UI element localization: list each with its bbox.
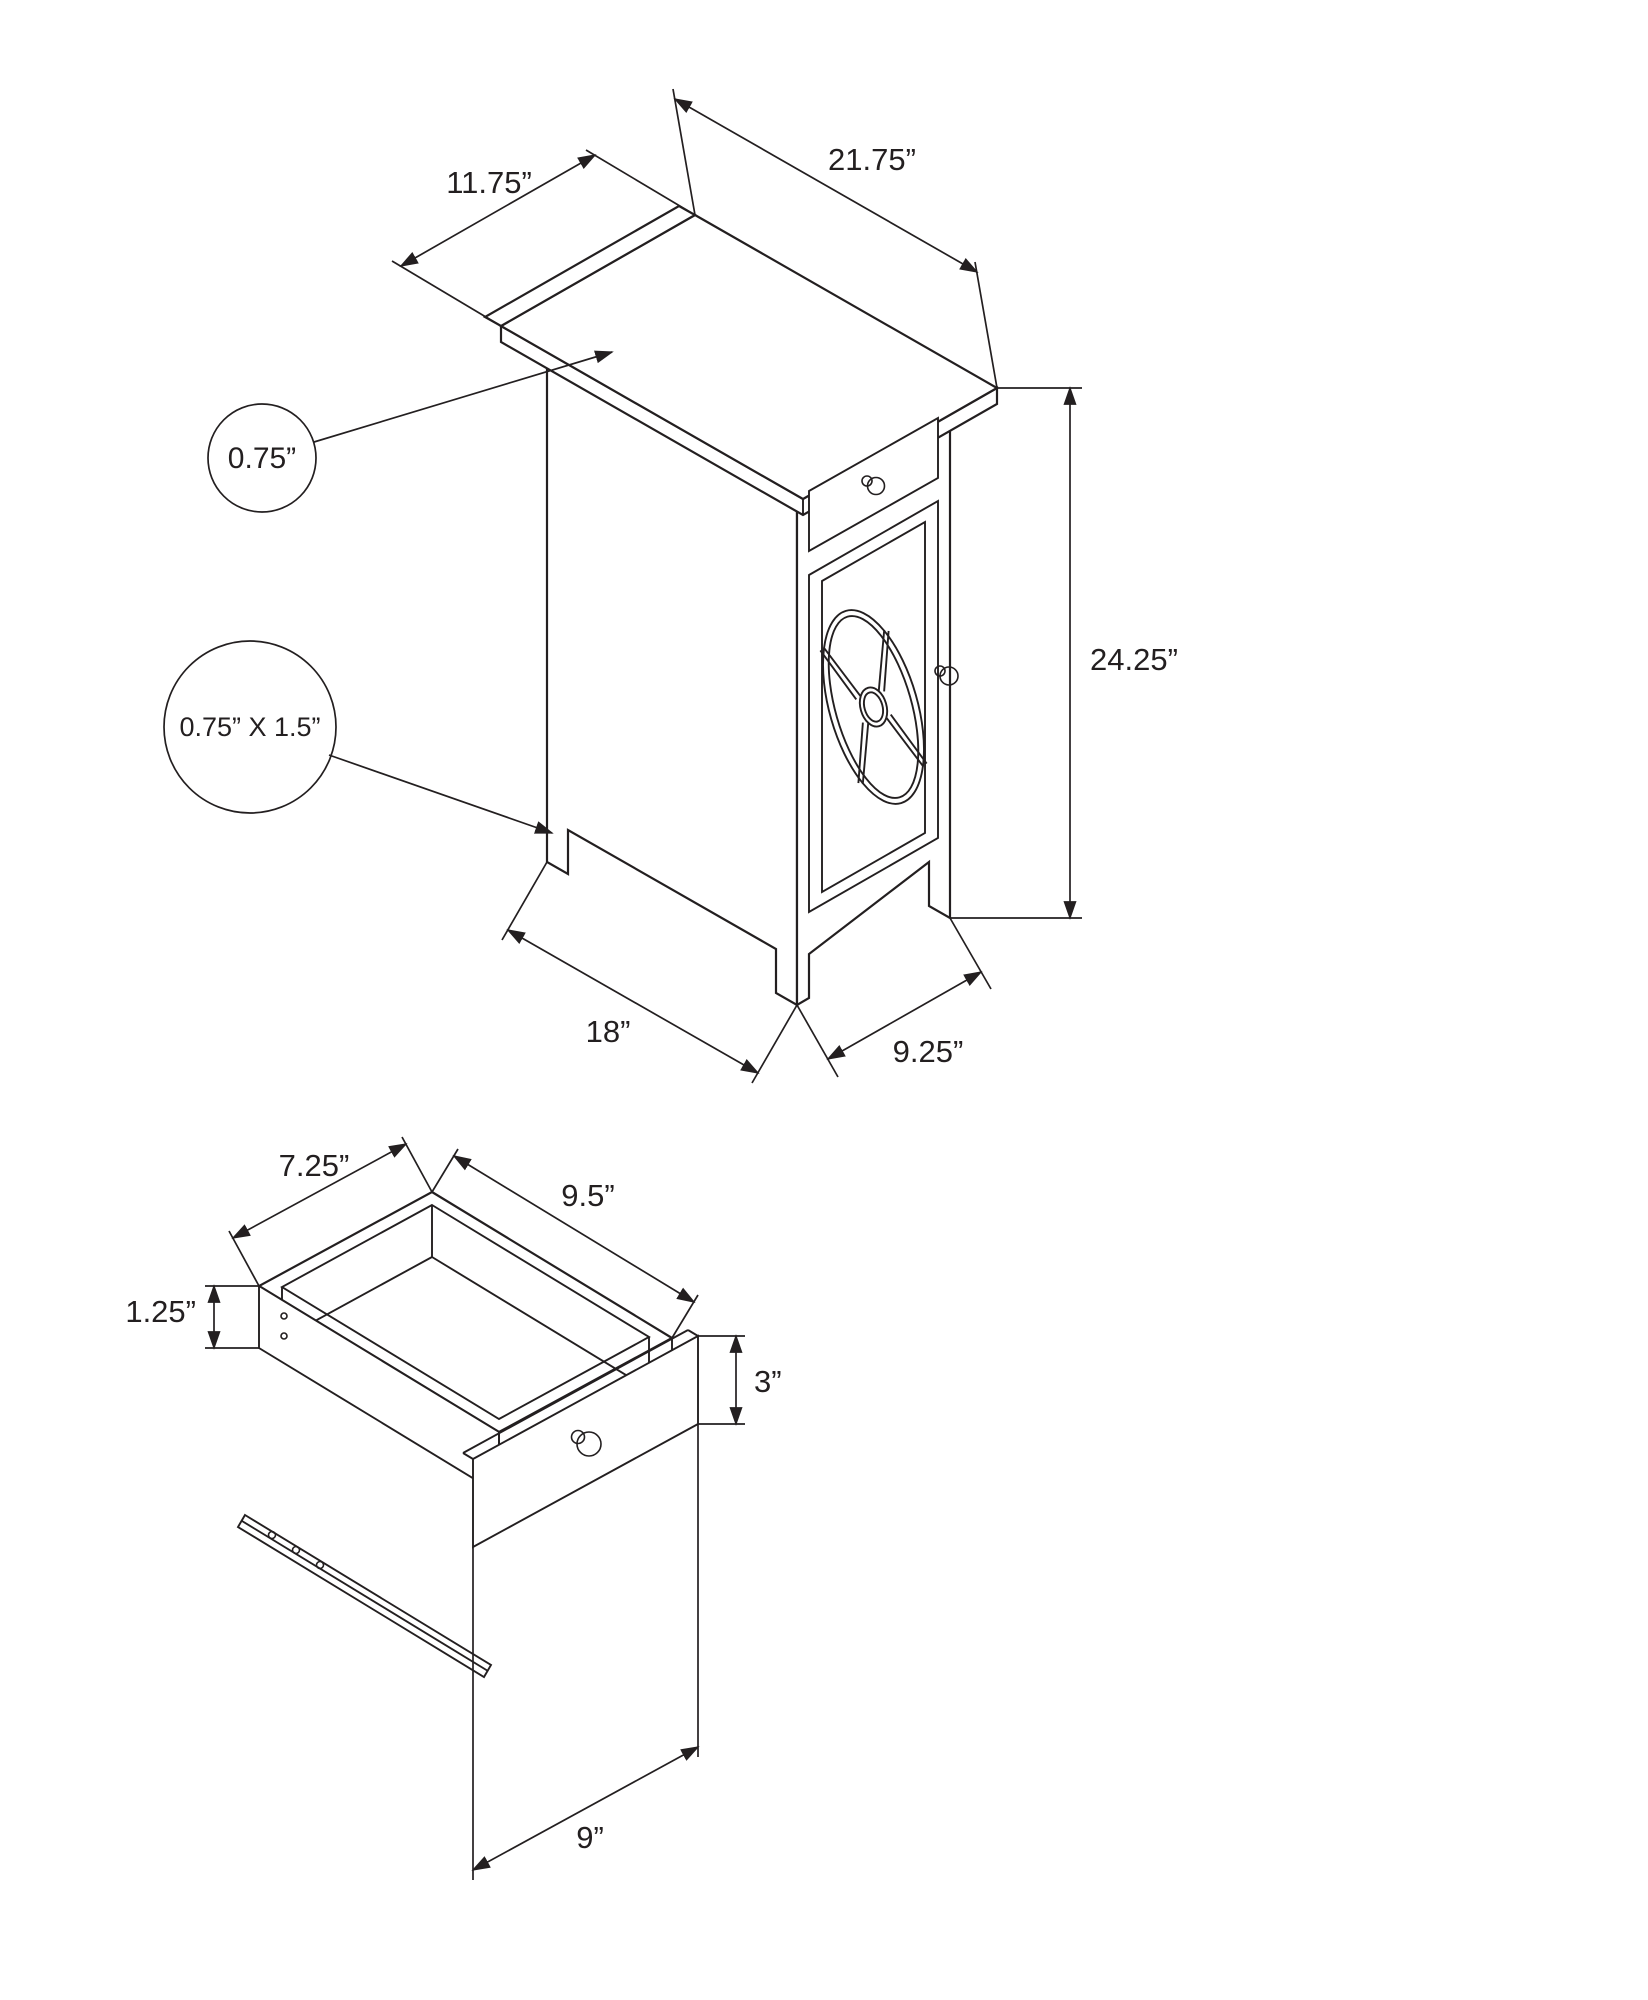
table-isometric-view	[482, 204, 1000, 1007]
dimension-line	[399, 154, 597, 267]
drawer-detail-knob-icon-cap	[570, 1429, 586, 1445]
extension-line	[585, 149, 696, 216]
callout-circle	[207, 403, 317, 513]
dimension-line	[231, 1143, 408, 1239]
drawer-slide-rail	[236, 1513, 493, 1679]
table-dimensions: 21.75” 11.75” 24.25” 18” 9.2	[163, 88, 1178, 1084]
table-drawer-front	[808, 416, 939, 553]
rail-hole-icon	[291, 1545, 301, 1555]
drawer-front-top-edge-cap	[462, 1452, 474, 1460]
dim-base-depth: 9.25”	[796, 917, 992, 1078]
dim-drawer-side-height: 1.25”	[125, 1284, 259, 1350]
extension-line	[751, 1004, 798, 1084]
callout-label-top-thickness: 0.75”	[228, 442, 296, 475]
extension-line	[228, 1230, 260, 1287]
dimension-label-drawer-inner-depth: 9.5”	[561, 1178, 614, 1213]
dim-base-length: 18”	[501, 861, 798, 1084]
extension-line	[391, 260, 502, 327]
drawer-front-top-edge-cap	[687, 1329, 699, 1337]
extension-line	[431, 1148, 459, 1193]
callout-circle	[163, 640, 337, 814]
callout-leg-section: 0.75” X 1.5”	[163, 640, 554, 834]
screw-hole-icon	[280, 1332, 288, 1340]
dimension-line	[471, 1746, 700, 1871]
dimension-label-drawer-inner-width: 7.25”	[279, 1148, 350, 1183]
fretwork-center-ring-outer	[858, 686, 889, 728]
callout-label-leg-section: 0.75” X 1.5”	[179, 712, 320, 742]
extension-line	[974, 261, 998, 389]
dim-top-width: 11.75”	[391, 149, 696, 327]
fretwork-inner-circle	[827, 615, 920, 799]
dimension-label-overall-height: 24.25”	[1090, 642, 1178, 677]
dimension-label-base-length: 18”	[586, 1014, 631, 1049]
dim-drawer-front-width: 9”	[471, 1424, 700, 1880]
dim-top-depth: 21.75”	[672, 88, 998, 389]
drawer-detail-view	[236, 1190, 699, 1679]
extension-line	[501, 861, 548, 941]
fretwork-outer-circle	[822, 609, 925, 805]
dimension-line	[506, 929, 760, 1074]
door-knob-icon-cap	[934, 665, 946, 677]
callout-top-thickness: 0.75”	[207, 350, 614, 513]
slide-rail-groove	[241, 1520, 489, 1672]
dim-overall-height: 24.25”	[950, 386, 1178, 920]
dimension-label-base-depth: 9.25”	[893, 1034, 964, 1069]
extension-line	[796, 1004, 839, 1078]
dimension-label-drawer-front-height: 3”	[754, 1364, 782, 1399]
dim-drawer-inner-depth: 9.5”	[431, 1148, 699, 1339]
door-fretwork	[819, 609, 928, 805]
dimension-label-drawer-front-width: 9”	[576, 1820, 604, 1855]
drawer-knob-icon-cap	[861, 475, 873, 487]
dimension-label-drawer-side-height: 1.25”	[125, 1294, 196, 1329]
dim-drawer-front-height: 3”	[698, 1334, 782, 1426]
drawer-front-top-edge	[462, 1329, 689, 1454]
drawer-dimensions: 7.25” 9.5” 1.25” 3” 9”	[125, 1136, 782, 1880]
leader-line	[313, 350, 614, 443]
dimension-line	[452, 1155, 696, 1303]
dim-drawer-inner-width: 7.25”	[228, 1136, 433, 1287]
dimension-line	[826, 971, 983, 1060]
fretwork-center-ring-inner	[862, 691, 885, 723]
dimension-label-top-width: 11.75”	[446, 165, 532, 200]
fretwork-spokes	[819, 629, 928, 785]
leader-line	[328, 754, 554, 834]
rail-hole-icon	[315, 1560, 325, 1570]
screw-hole-icon	[280, 1312, 288, 1320]
extension-line	[401, 1136, 433, 1193]
dimension-line	[673, 98, 979, 273]
dimension-label-top-depth: 21.75”	[828, 142, 916, 177]
rail-hole-icon	[267, 1530, 277, 1540]
extension-line	[949, 917, 992, 990]
cabinet-door-glass	[821, 520, 926, 894]
